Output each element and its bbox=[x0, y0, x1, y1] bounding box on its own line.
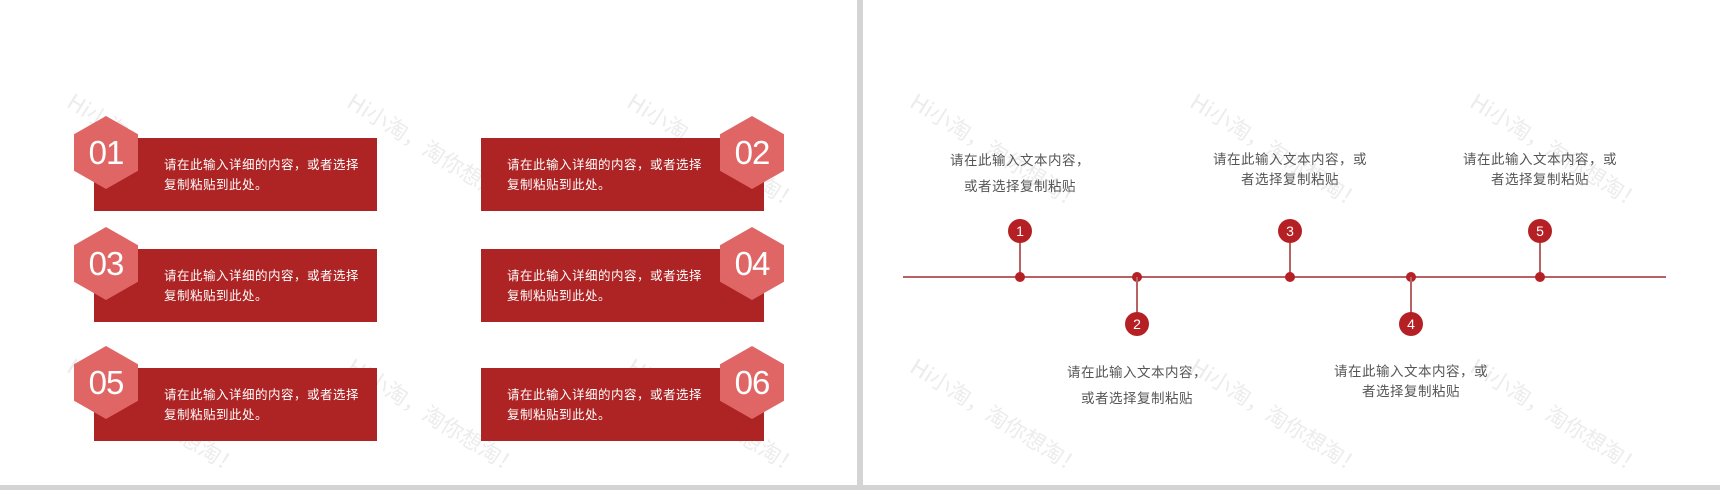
timeline-stem bbox=[1136, 277, 1138, 323]
card-02[interactable]: 请在此输入详细的内容，或者选择复制粘贴到此处。 bbox=[481, 138, 764, 211]
timeline-marker-4[interactable]: 4 bbox=[1399, 312, 1423, 336]
timeline-marker-5[interactable]: 5 bbox=[1528, 219, 1552, 243]
card-text: 请在此输入详细的内容，或者选择复制粘贴到此处。 bbox=[507, 157, 703, 192]
timeline-stem bbox=[1539, 231, 1541, 276]
slide-timeline: Hi小淘，淘你想淘！ Hi小淘，淘你想淘！ Hi小淘，淘你想淘！ Hi小淘，淘你… bbox=[863, 0, 1720, 485]
card-05[interactable]: 请在此输入详细的内容，或者选择复制粘贴到此处。 bbox=[94, 368, 377, 441]
hexagon-number-01: 01 bbox=[74, 116, 138, 189]
timeline-axis bbox=[903, 276, 1666, 278]
timeline-text-2: 请在此输入文本内容， 或者选择复制粘贴 bbox=[1067, 365, 1207, 407]
card-04[interactable]: 请在此输入详细的内容，或者选择复制粘贴到此处。 bbox=[481, 249, 764, 322]
card-text: 请在此输入详细的内容，或者选择复制粘贴到此处。 bbox=[164, 157, 360, 192]
hexagon-number-04: 04 bbox=[720, 227, 784, 300]
hexagon-number-02: 02 bbox=[720, 116, 784, 189]
timeline-text-3: 请在此输入文本内容，或 者选择复制粘贴 bbox=[1213, 152, 1367, 188]
timeline-marker-3[interactable]: 3 bbox=[1278, 219, 1302, 243]
card-text: 请在此输入详细的内容，或者选择复制粘贴到此处。 bbox=[164, 268, 360, 303]
timeline-stem bbox=[1410, 277, 1412, 323]
timeline-dot bbox=[1285, 272, 1295, 282]
card-01[interactable]: 请在此输入详细的内容，或者选择复制粘贴到此处。 bbox=[94, 138, 377, 211]
bottom-bar bbox=[0, 485, 1720, 490]
timeline-marker-1[interactable]: 1 bbox=[1008, 219, 1032, 243]
timeline-stem bbox=[1019, 231, 1021, 276]
card-text: 请在此输入详细的内容，或者选择复制粘贴到此处。 bbox=[164, 387, 360, 422]
timeline-dot bbox=[1015, 272, 1025, 282]
card-text: 请在此输入详细的内容，或者选择复制粘贴到此处。 bbox=[507, 268, 703, 303]
hexagon-number-06: 06 bbox=[720, 346, 784, 419]
card-text: 请在此输入详细的内容，或者选择复制粘贴到此处。 bbox=[507, 387, 703, 422]
slide-numbered-cards: Hi小淘，淘你想淘！ Hi小淘，淘你想淘！ Hi小淘，淘你想淘！ Hi小淘，淘你… bbox=[0, 0, 857, 485]
card-06[interactable]: 请在此输入详细的内容，或者选择复制粘贴到此处。 bbox=[481, 368, 764, 441]
slide-divider bbox=[857, 0, 863, 490]
timeline-text-4: 请在此输入文本内容，或 者选择复制粘贴 bbox=[1334, 364, 1488, 400]
timeline-text-5: 请在此输入文本内容，或 者选择复制粘贴 bbox=[1463, 152, 1617, 188]
timeline-dot bbox=[1535, 272, 1545, 282]
timeline-text-1: 请在此输入文本内容， 或者选择复制粘贴 bbox=[950, 153, 1090, 195]
card-03[interactable]: 请在此输入详细的内容，或者选择复制粘贴到此处。 bbox=[94, 249, 377, 322]
timeline-marker-2[interactable]: 2 bbox=[1125, 312, 1149, 336]
timeline-stem bbox=[1289, 231, 1291, 276]
